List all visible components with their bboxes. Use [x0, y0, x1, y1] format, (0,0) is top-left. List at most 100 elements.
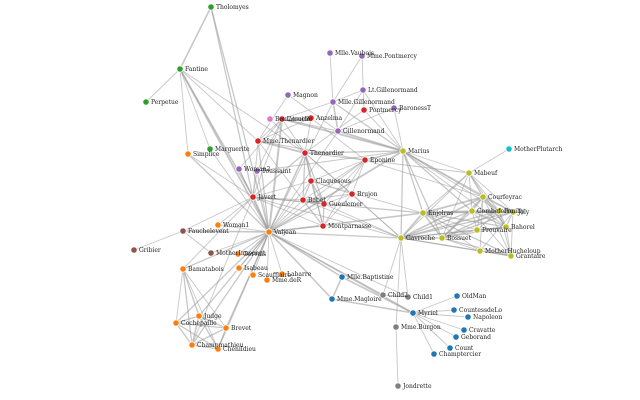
node-mmemagloire[interactable] [328, 295, 336, 303]
node-isabeau[interactable] [235, 264, 243, 272]
node-bahorel[interactable] [502, 223, 510, 231]
node-courfeyrac[interactable] [479, 193, 487, 201]
node-brujon[interactable] [348, 190, 356, 198]
node-anzelma[interactable] [307, 114, 315, 122]
node-magnon[interactable] [284, 91, 292, 99]
node-label-perpetue: Perpetue [151, 99, 179, 106]
node-motherinnocent[interactable] [207, 249, 215, 257]
node-scaufflaire[interactable] [249, 271, 257, 279]
node-marguerite[interactable] [206, 145, 214, 153]
node-cravatte[interactable] [460, 326, 468, 334]
node-mmeder[interactable] [263, 276, 271, 284]
node-tholomyes[interactable] [207, 3, 215, 11]
node-label-count: Count [455, 345, 474, 352]
node-mmepontmercy[interactable] [358, 52, 366, 60]
node-motherhucheloup[interactable] [476, 247, 484, 255]
link-prouvaire-bossuet [441, 229, 478, 239]
node-motherplutarch[interactable] [505, 145, 513, 153]
node-woman2[interactable] [235, 165, 243, 173]
node-myriel[interactable] [409, 309, 417, 317]
node-woman1[interactable] [214, 221, 222, 229]
node-boulatruelle[interactable] [266, 115, 274, 123]
node-chenildieu[interactable] [214, 345, 222, 353]
node-oldman[interactable] [453, 292, 461, 300]
node-enjolras[interactable] [419, 209, 427, 217]
node-mabeuf[interactable] [465, 169, 473, 177]
node-gervais[interactable] [234, 250, 242, 258]
link-fantine-thenardier [179, 68, 306, 154]
link-judge-brevet [198, 315, 227, 329]
node-ltgillenormand[interactable] [359, 86, 367, 94]
node-child1[interactable] [404, 293, 412, 301]
node-marius[interactable] [399, 147, 407, 155]
node-cosette[interactable] [278, 115, 286, 123]
link-myriel-oldman [412, 295, 458, 314]
link-cochepaille-champmathieu [175, 322, 193, 346]
node-perpetue[interactable] [142, 98, 150, 106]
node-valjean[interactable] [265, 228, 273, 236]
node-label-geborand: Geborand [461, 334, 491, 341]
link-champmathieu-chenildieu [191, 344, 219, 350]
node-feuilly[interactable] [495, 207, 503, 215]
link-marius-eponine [364, 150, 404, 161]
node-babet[interactable] [299, 196, 307, 204]
node-mllegillenormand[interactable] [329, 98, 337, 106]
link-woman2-javert [238, 168, 254, 198]
link-bamatabois-chenildieu [182, 268, 219, 350]
node-pontmercy[interactable] [360, 106, 368, 114]
node-jondrette[interactable] [394, 382, 402, 390]
node-labarre[interactable] [278, 270, 286, 278]
link-judge-cochepaille [175, 315, 200, 324]
node-mllevaubois[interactable] [326, 49, 334, 57]
link-eponine-brujon [351, 159, 366, 195]
node-fauchelevent[interactable] [179, 227, 187, 235]
link-pontmercy-marius [363, 109, 404, 152]
node-label-mmemagloire: Mme.Magloire [337, 296, 382, 303]
node-mmethenardier[interactable] [254, 137, 262, 145]
link-bamatabois-cochepaille [175, 268, 184, 324]
link-valjean-gavroche [268, 231, 402, 239]
node-count[interactable] [446, 344, 454, 352]
link-eponine-babet [302, 159, 366, 201]
node-mllebaptistine[interactable] [338, 273, 346, 281]
link-cosette-thenardier [281, 118, 306, 154]
node-toussaint[interactable] [253, 167, 261, 175]
node-thenardier[interactable] [301, 149, 309, 157]
node-label-magnon: Magnon [293, 92, 318, 99]
node-prouvaire[interactable] [473, 226, 481, 234]
node-grantaire[interactable] [507, 252, 515, 260]
link-motherplutarch-mabeuf [468, 148, 510, 174]
node-champtercier[interactable] [430, 350, 438, 358]
node-champmathieu[interactable] [188, 341, 196, 349]
link-valjean-child1 [268, 231, 409, 298]
node-geborand[interactable] [452, 333, 460, 341]
node-joly[interactable] [509, 208, 517, 216]
link-mllebaptistine-myriel [341, 276, 414, 314]
node-gueulemer[interactable] [320, 200, 328, 208]
node-bossuet[interactable] [438, 234, 446, 242]
node-label-child1: Child1 [413, 294, 433, 301]
node-montparnasse[interactable] [319, 222, 327, 230]
node-gavroche[interactable] [397, 234, 405, 242]
link-joly-bossuet [441, 211, 514, 239]
node-combeferre[interactable] [468, 207, 476, 215]
node-gribier[interactable] [130, 246, 138, 254]
node-judge[interactable] [195, 312, 203, 320]
node-claquesous[interactable] [307, 177, 315, 185]
node-countessdelo[interactable] [450, 306, 458, 314]
node-gillenormand[interactable] [334, 127, 342, 135]
link-cosette-javert [252, 118, 283, 198]
node-fantine[interactable] [176, 65, 184, 73]
link-simplice-javert [187, 153, 254, 198]
node-baronesst[interactable] [390, 104, 398, 112]
node-mmeburgon[interactable] [392, 323, 400, 331]
node-napoleon[interactable] [464, 313, 472, 321]
node-eponine[interactable] [361, 156, 369, 164]
node-javert[interactable] [249, 193, 257, 201]
node-simplice[interactable] [184, 150, 192, 158]
node-bamatabois[interactable] [179, 265, 187, 273]
node-child2[interactable] [379, 291, 387, 299]
node-brevet[interactable] [222, 324, 230, 332]
node-cochepaille[interactable] [172, 319, 180, 327]
